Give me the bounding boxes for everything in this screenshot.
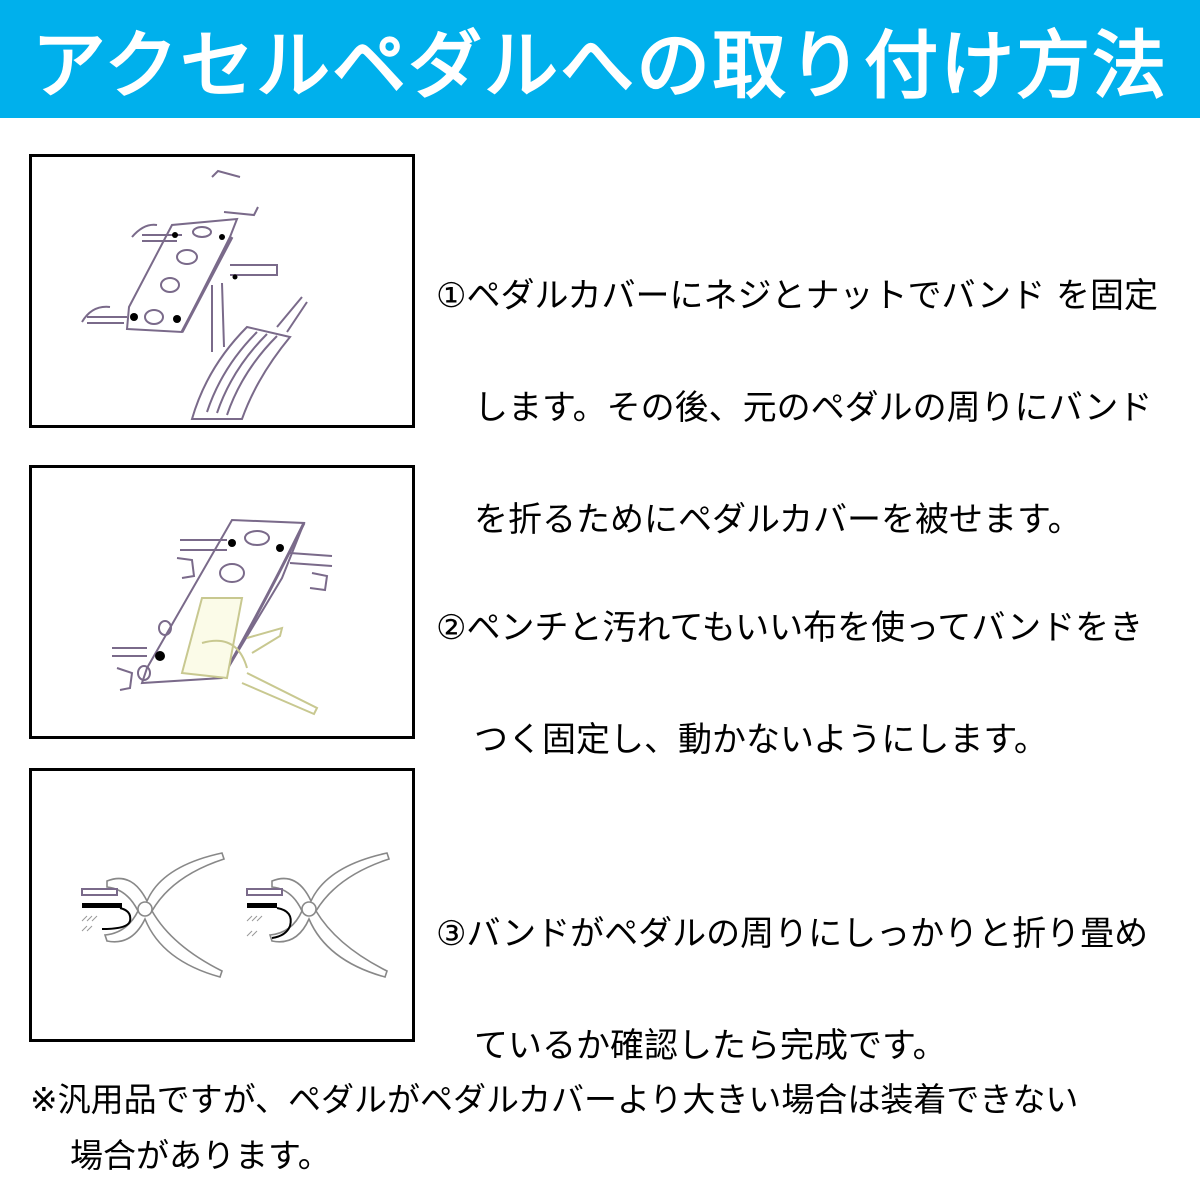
pliers-tighten-band-icon [112,518,333,716]
step-3-text: ③バンドがペダルの周りにしっかりと折り畳め ているか確認したら完成です。 [436,850,1186,1130]
step-2-text: ②ペンチと汚れてもいい布を使ってバンドをき つく固定し、動かないようにします。 [436,544,1186,824]
step-1-line-1: ①ペダルカバーにネジとナットでバンド を固定 [436,276,1158,316]
note-line-1: ※汎用品ですが、ペダルがペダルカバーより大きい場合は装着できない [30,1080,1079,1119]
step-3-line-1: ③バンドがペダルの周りにしっかりと折り畳め [436,914,1149,954]
band-folded-check-icon [81,852,391,978]
step-3-line-2: ているか確認したら完成です。 [474,1026,947,1066]
step-1-line-3: を折るためにペダルカバーを被せます。 [474,500,1082,540]
step-1-line-2: します。その後、元のペダルの周りにバンド [474,388,1153,428]
note-line-2: 場合があります。 [70,1136,331,1175]
step-3-illustration [29,768,415,1042]
title-banner: アクセルペダルへの取り付け方法 [0,0,1200,118]
step-2-line-2: つく固定し、動かないようにします。 [474,720,1048,760]
compatibility-note: ※汎用品ですが、ペダルがペダルカバーより大きい場合は装着できない 場合があります… [30,1072,1180,1184]
step-1-illustration [29,154,415,428]
step-2-line-1: ②ペンチと汚れてもいい布を使ってバンドをき [436,608,1144,648]
step-1-text: ①ペダルカバーにネジとナットでバンド を固定 します。その後、元のペダルの周りに… [436,212,1186,604]
pedal-cover-attach-icon [81,169,308,420]
step-2-illustration [29,465,415,739]
page-title: アクセルペダルへの取り付け方法 [31,22,1169,109]
